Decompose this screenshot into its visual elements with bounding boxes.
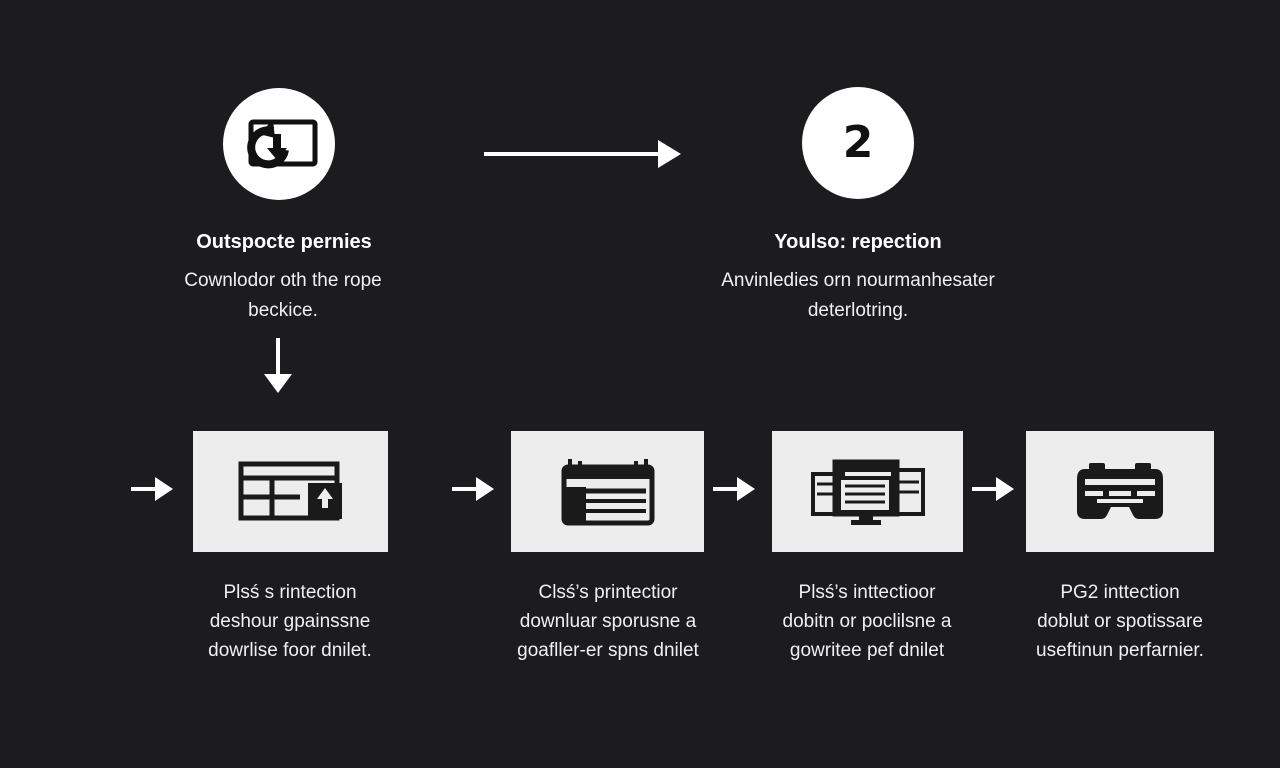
card-1-caption: Plsś s rintection deshour gpainssne dowr…: [170, 578, 410, 665]
card-app-window: [511, 431, 704, 552]
card-monitor-document: [772, 431, 963, 552]
desc-line: deterlotring.: [807, 300, 909, 321]
monitor-document-icon: [810, 459, 925, 525]
browser-window-icon: [238, 461, 342, 520]
app-window-icon: [561, 458, 654, 525]
desc-line: Anvinledies orn nourmanhesater: [721, 270, 995, 291]
step-2-circle: 2: [802, 87, 914, 199]
gamepad-icon: [1077, 462, 1163, 519]
card-browser-window: [193, 431, 388, 552]
arrow-right-icon: [452, 477, 494, 501]
card-4-caption: PG2 inttection doblut or spotissare usef…: [1000, 578, 1240, 665]
desc-line: Cownlodor oth the rope: [184, 270, 382, 291]
caption-line: doblut or spotissare: [1037, 611, 1203, 632]
step-2-title: Youlso: repection: [774, 231, 942, 253]
arrow-right-icon: [713, 477, 755, 501]
caption-line: gowritee pef dnilet: [789, 640, 945, 661]
card-3-caption: Plsś’s inttectioor dobitn or poclilsne a…: [747, 578, 987, 665]
card-gamepad: [1026, 431, 1214, 552]
caption-line: dobitn or poclilsne a: [782, 611, 952, 632]
caption-line: Plsś s rintection: [223, 582, 357, 603]
step-1-description: Cownlodor oth the rope beckice.: [133, 266, 433, 326]
step-1-title: Outspocte pernies: [196, 231, 372, 253]
card-2-caption: Clsś’s printectior downluar sporusne a g…: [488, 578, 728, 665]
arrow-down-icon: [264, 338, 292, 393]
desc-line: beckice.: [248, 300, 318, 321]
caption-line: dowrlise foor dnilet.: [208, 640, 372, 661]
caption-line: PG2 inttection: [1060, 582, 1180, 603]
caption-line: goafller-er spns dnilet: [517, 640, 699, 661]
arrow-right-icon: [131, 477, 173, 501]
step-1-circle: [223, 88, 335, 200]
caption-line: Plsś’s inttectioor: [798, 582, 936, 603]
step-2-description: Anvinledies orn nourmanhesater deterlotr…: [683, 266, 1033, 326]
caption-line: downluar sporusne a: [519, 611, 697, 632]
caption-line: Clsś’s printectior: [538, 582, 678, 603]
caption-line: useftinun perfarnier.: [1036, 640, 1204, 661]
arrow-right-icon: [972, 477, 1014, 501]
arrow-right-icon: [484, 140, 681, 168]
step-number: 2: [842, 117, 874, 168]
caption-line: deshour gpainssne: [209, 611, 371, 632]
download-screen-icon: [247, 119, 318, 169]
